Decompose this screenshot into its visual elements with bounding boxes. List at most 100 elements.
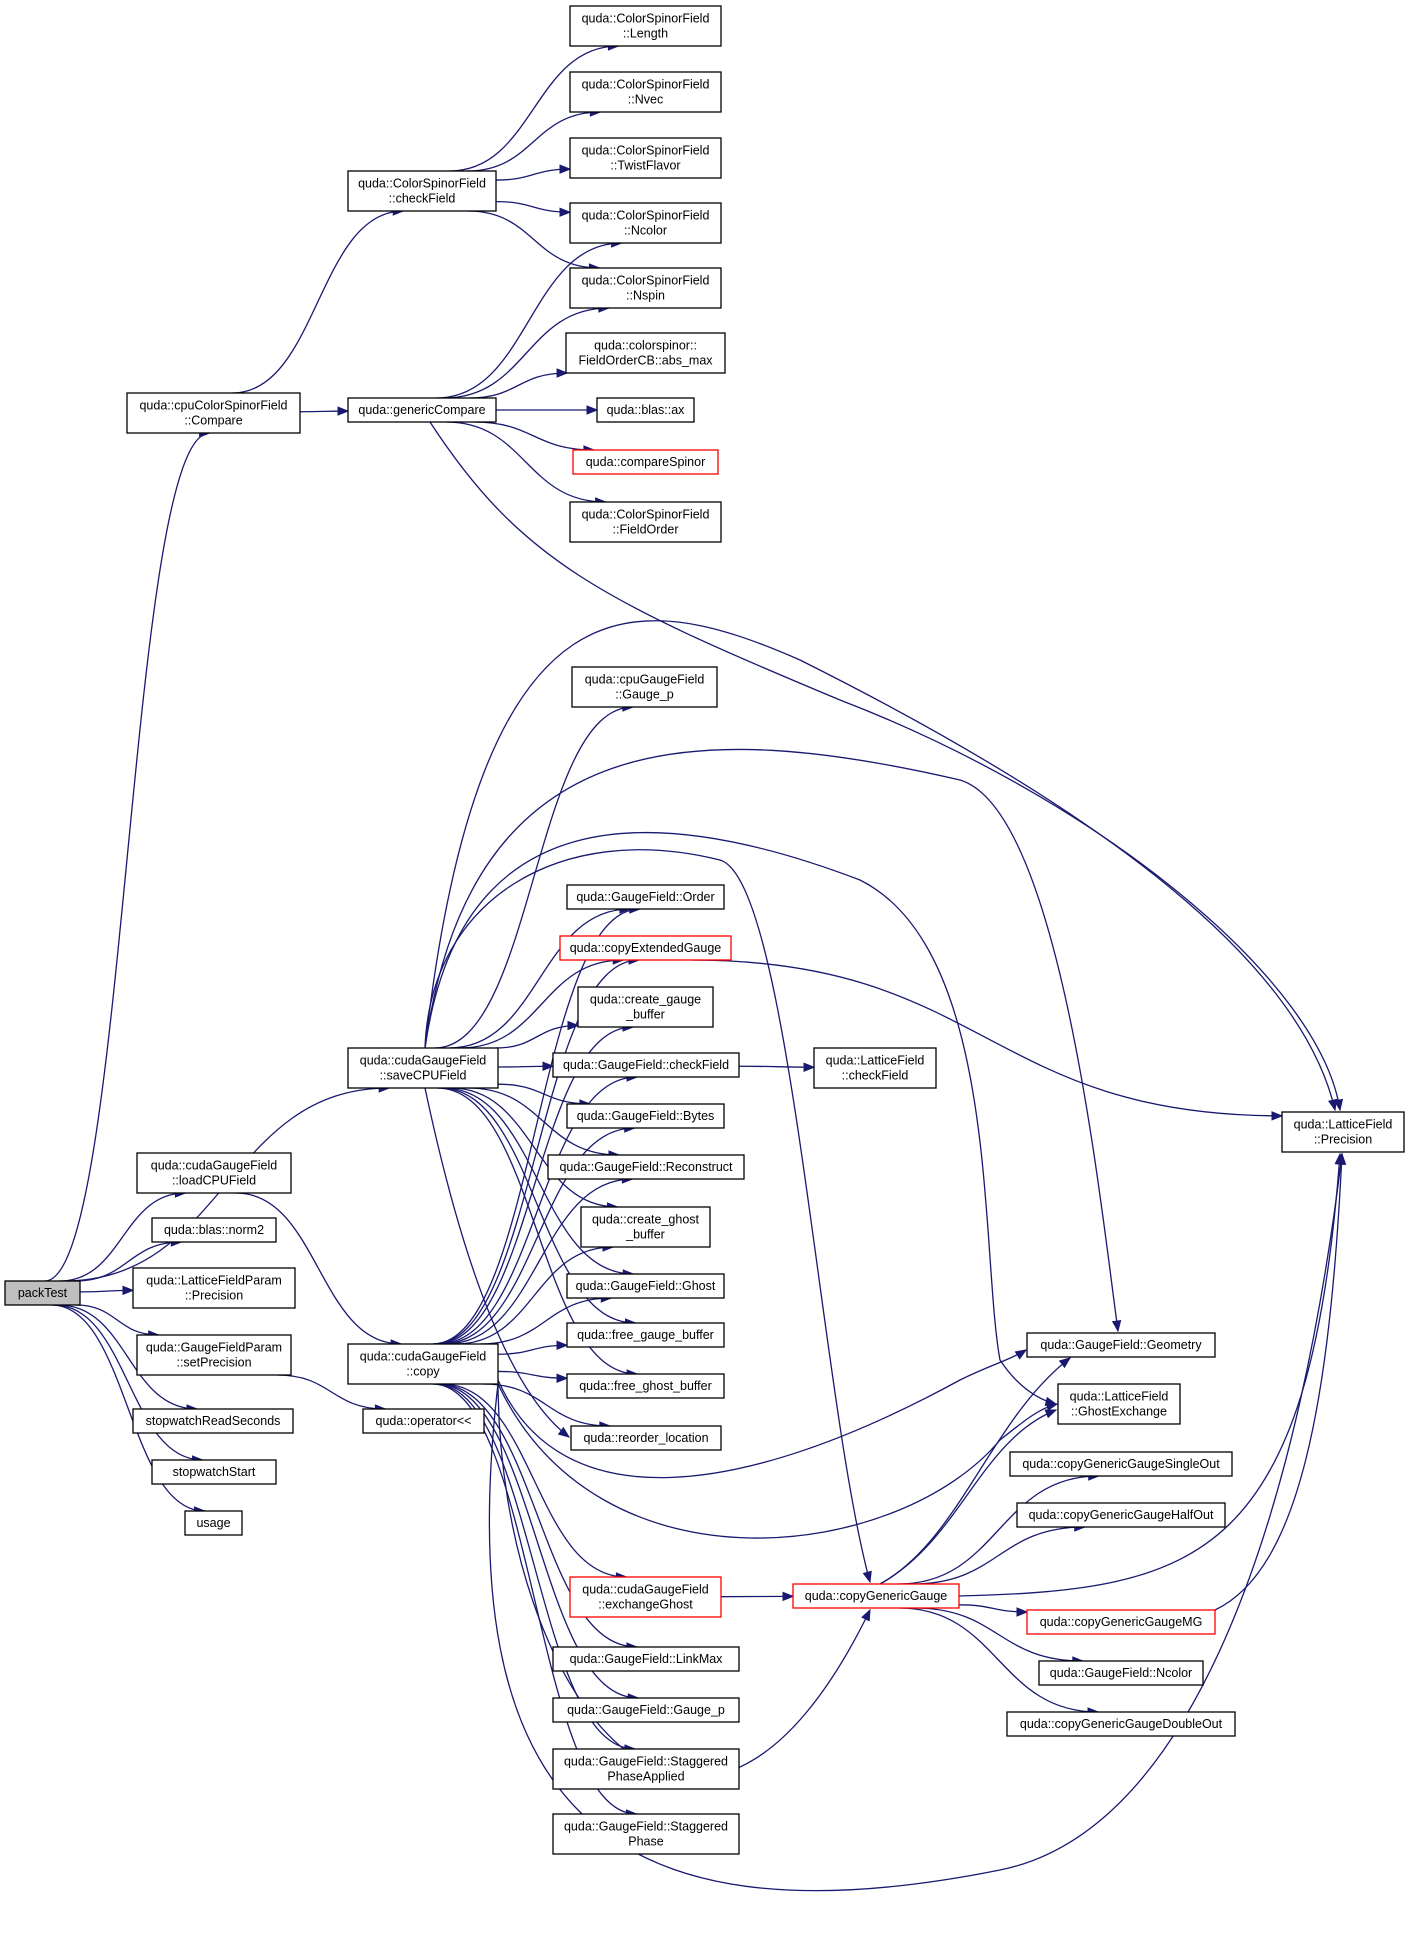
- node-copyGenericGaugeDoubleOut[interactable]: quda::copyGenericGaugeDoubleOut: [1006, 1711, 1236, 1737]
- node-operator_lshift[interactable]: quda::operator<<: [362, 1408, 485, 1434]
- node-box-CSF_Nvec[interactable]: [569, 71, 722, 113]
- node-box-GF_Ghost[interactable]: [566, 1273, 725, 1299]
- node-GF_LinkMax[interactable]: quda::GaugeField::LinkMax: [552, 1646, 740, 1672]
- node-LFP_Precision[interactable]: quda::LatticeFieldParam::Precision: [132, 1267, 296, 1309]
- node-box-copyGenericGaugeSingleOut[interactable]: [1009, 1451, 1233, 1477]
- node-box-CSF_FieldOrder[interactable]: [569, 501, 722, 543]
- node-box-free_ghost_buffer[interactable]: [566, 1373, 725, 1399]
- node-box-GF_checkField[interactable]: [552, 1052, 740, 1078]
- node-copyExtendedGauge[interactable]: quda::copyExtendedGauge: [559, 935, 732, 961]
- node-blas_ax[interactable]: quda::blas::ax: [596, 397, 695, 423]
- node-box-blas_ax[interactable]: [596, 397, 695, 423]
- node-box-GF_Ncolor[interactable]: [1038, 1660, 1204, 1686]
- node-LF_checkField[interactable]: quda::LatticeField::checkField: [813, 1047, 937, 1089]
- node-box-LF_Precision[interactable]: [1281, 1111, 1405, 1153]
- node-GFP_setPrecision[interactable]: quda::GaugeFieldParam::setPrecision: [136, 1334, 292, 1376]
- node-box-cudaGF_exchangeGhost[interactable]: [569, 1576, 722, 1618]
- node-box-stopwatchStart[interactable]: [151, 1459, 277, 1485]
- node-GF_checkField[interactable]: quda::GaugeField::checkField: [552, 1052, 740, 1078]
- node-box-CSF_Ncolor[interactable]: [569, 202, 722, 244]
- node-CSF_Length[interactable]: quda::ColorSpinorField::Length: [569, 5, 722, 47]
- node-box-usage[interactable]: [184, 1510, 243, 1536]
- node-box-GF_Bytes[interactable]: [566, 1103, 725, 1129]
- node-CSF_Nspin[interactable]: quda::ColorSpinorField::Nspin: [569, 267, 722, 309]
- node-cudaGF_copy[interactable]: quda::cudaGaugeField::copy: [347, 1343, 499, 1385]
- node-packTest[interactable]: packTest: [4, 1280, 81, 1306]
- node-genericCompare[interactable]: quda::genericCompare: [347, 397, 497, 423]
- node-box-packTest[interactable]: [4, 1280, 81, 1306]
- node-cpuGF_Gauge_p[interactable]: quda::cpuGaugeField::Gauge_p: [571, 666, 718, 708]
- node-box-cudaGF_copy[interactable]: [347, 1343, 499, 1385]
- node-box-FieldOrderCB_abs_max[interactable]: [565, 332, 726, 374]
- node-stopwatchStart[interactable]: stopwatchStart: [151, 1459, 277, 1485]
- node-box-CSF_checkField[interactable]: [347, 170, 497, 212]
- node-box-GF_LinkMax[interactable]: [552, 1646, 740, 1672]
- node-box-cpuCSF_Compare[interactable]: [126, 392, 301, 434]
- node-box-LF_checkField[interactable]: [813, 1047, 937, 1089]
- node-FieldOrderCB_abs_max[interactable]: quda::colorspinor::FieldOrderCB::abs_max: [565, 332, 726, 374]
- node-CSF_Nvec[interactable]: quda::ColorSpinorField::Nvec: [569, 71, 722, 113]
- node-box-GFP_setPrecision[interactable]: [136, 1334, 292, 1376]
- node-GF_Reconstruct[interactable]: quda::GaugeField::Reconstruct: [547, 1154, 745, 1180]
- node-cudaGF_loadCPUField[interactable]: quda::cudaGaugeField::loadCPUField: [136, 1152, 292, 1194]
- node-box-copyGenericGaugeMG[interactable]: [1026, 1609, 1216, 1635]
- node-free_gauge_buffer[interactable]: quda::free_gauge_buffer: [566, 1322, 725, 1348]
- node-GF_Order[interactable]: quda::GaugeField::Order: [566, 884, 725, 910]
- node-box-reorder_location[interactable]: [570, 1425, 722, 1451]
- node-box-CSF_TwistFlavor[interactable]: [569, 137, 722, 179]
- node-box-copyGenericGauge[interactable]: [792, 1583, 960, 1609]
- node-box-LFP_Precision[interactable]: [132, 1267, 296, 1309]
- node-box-create_ghost_buffer[interactable]: [580, 1206, 711, 1248]
- node-box-free_gauge_buffer[interactable]: [566, 1322, 725, 1348]
- node-box-blas_norm2[interactable]: [151, 1217, 277, 1243]
- node-box-GF_Geometry[interactable]: [1026, 1332, 1216, 1358]
- node-box-stopwatchReadSeconds[interactable]: [132, 1408, 294, 1434]
- node-box-GF_Gauge_p[interactable]: [552, 1697, 740, 1723]
- node-GF_Gauge_p[interactable]: quda::GaugeField::Gauge_p: [552, 1697, 740, 1723]
- node-box-GF_Order[interactable]: [566, 884, 725, 910]
- node-copyGenericGauge[interactable]: quda::copyGenericGauge: [792, 1583, 960, 1609]
- node-box-compareSpinor[interactable]: [572, 449, 719, 475]
- node-cudaGF_exchangeGhost[interactable]: quda::cudaGaugeField::exchangeGhost: [569, 1576, 722, 1618]
- node-copyGenericGaugeHalfOut[interactable]: quda::copyGenericGaugeHalfOut: [1016, 1502, 1226, 1528]
- node-create_ghost_buffer[interactable]: quda::create_ghost_buffer: [580, 1206, 711, 1248]
- node-copyGenericGaugeSingleOut[interactable]: quda::copyGenericGaugeSingleOut: [1009, 1451, 1233, 1477]
- node-compareSpinor[interactable]: quda::compareSpinor: [572, 449, 719, 475]
- node-reorder_location[interactable]: quda::reorder_location: [570, 1425, 722, 1451]
- node-box-genericCompare[interactable]: [347, 397, 497, 423]
- node-box-cpuGF_Gauge_p[interactable]: [571, 666, 718, 708]
- node-box-copyExtendedGauge[interactable]: [559, 935, 732, 961]
- node-box-create_gauge_buffer[interactable]: [577, 986, 714, 1028]
- node-copyGenericGaugeMG[interactable]: quda::copyGenericGaugeMG: [1026, 1609, 1216, 1635]
- node-CSF_FieldOrder[interactable]: quda::ColorSpinorField::FieldOrder: [569, 501, 722, 543]
- node-GF_Ncolor[interactable]: quda::GaugeField::Ncolor: [1038, 1660, 1204, 1686]
- node-LF_Precision[interactable]: quda::LatticeField::Precision: [1281, 1111, 1405, 1153]
- node-box-CSF_Nspin[interactable]: [569, 267, 722, 309]
- node-cudaGF_saveCPUField[interactable]: quda::cudaGaugeField::saveCPUField: [347, 1047, 499, 1089]
- node-box-CSF_Length[interactable]: [569, 5, 722, 47]
- node-usage[interactable]: usage: [184, 1510, 243, 1536]
- node-GF_Bytes[interactable]: quda::GaugeField::Bytes: [566, 1103, 725, 1129]
- node-stopwatchReadSeconds[interactable]: stopwatchReadSeconds: [132, 1408, 294, 1434]
- node-box-copyGenericGaugeHalfOut[interactable]: [1016, 1502, 1226, 1528]
- node-box-copyGenericGaugeDoubleOut[interactable]: [1006, 1711, 1236, 1737]
- node-box-GF_StaggeredPhase[interactable]: [552, 1813, 740, 1855]
- node-CSF_Ncolor[interactable]: quda::ColorSpinorField::Ncolor: [569, 202, 722, 244]
- node-box-LF_GhostExchange[interactable]: [1057, 1383, 1181, 1425]
- node-GF_Geometry[interactable]: quda::GaugeField::Geometry: [1026, 1332, 1216, 1358]
- node-box-operator_lshift[interactable]: [362, 1408, 485, 1434]
- node-GF_Ghost[interactable]: quda::GaugeField::Ghost: [566, 1273, 725, 1299]
- node-CSF_TwistFlavor[interactable]: quda::ColorSpinorField::TwistFlavor: [569, 137, 722, 179]
- node-create_gauge_buffer[interactable]: quda::create_gauge_buffer: [577, 986, 714, 1028]
- node-free_ghost_buffer[interactable]: quda::free_ghost_buffer: [566, 1373, 725, 1399]
- node-cpuCSF_Compare[interactable]: quda::cpuColorSpinorField::Compare: [126, 392, 301, 434]
- node-box-cudaGF_saveCPUField[interactable]: [347, 1047, 499, 1089]
- node-CSF_checkField[interactable]: quda::ColorSpinorField::checkField: [347, 170, 497, 212]
- node-box-cudaGF_loadCPUField[interactable]: [136, 1152, 292, 1194]
- node-box-GF_Reconstruct[interactable]: [547, 1154, 745, 1180]
- node-LF_GhostExchange[interactable]: quda::LatticeField::GhostExchange: [1057, 1383, 1181, 1425]
- node-blas_norm2[interactable]: quda::blas::norm2: [151, 1217, 277, 1243]
- node-box-GF_StaggeredPhaseApplied[interactable]: [552, 1748, 740, 1790]
